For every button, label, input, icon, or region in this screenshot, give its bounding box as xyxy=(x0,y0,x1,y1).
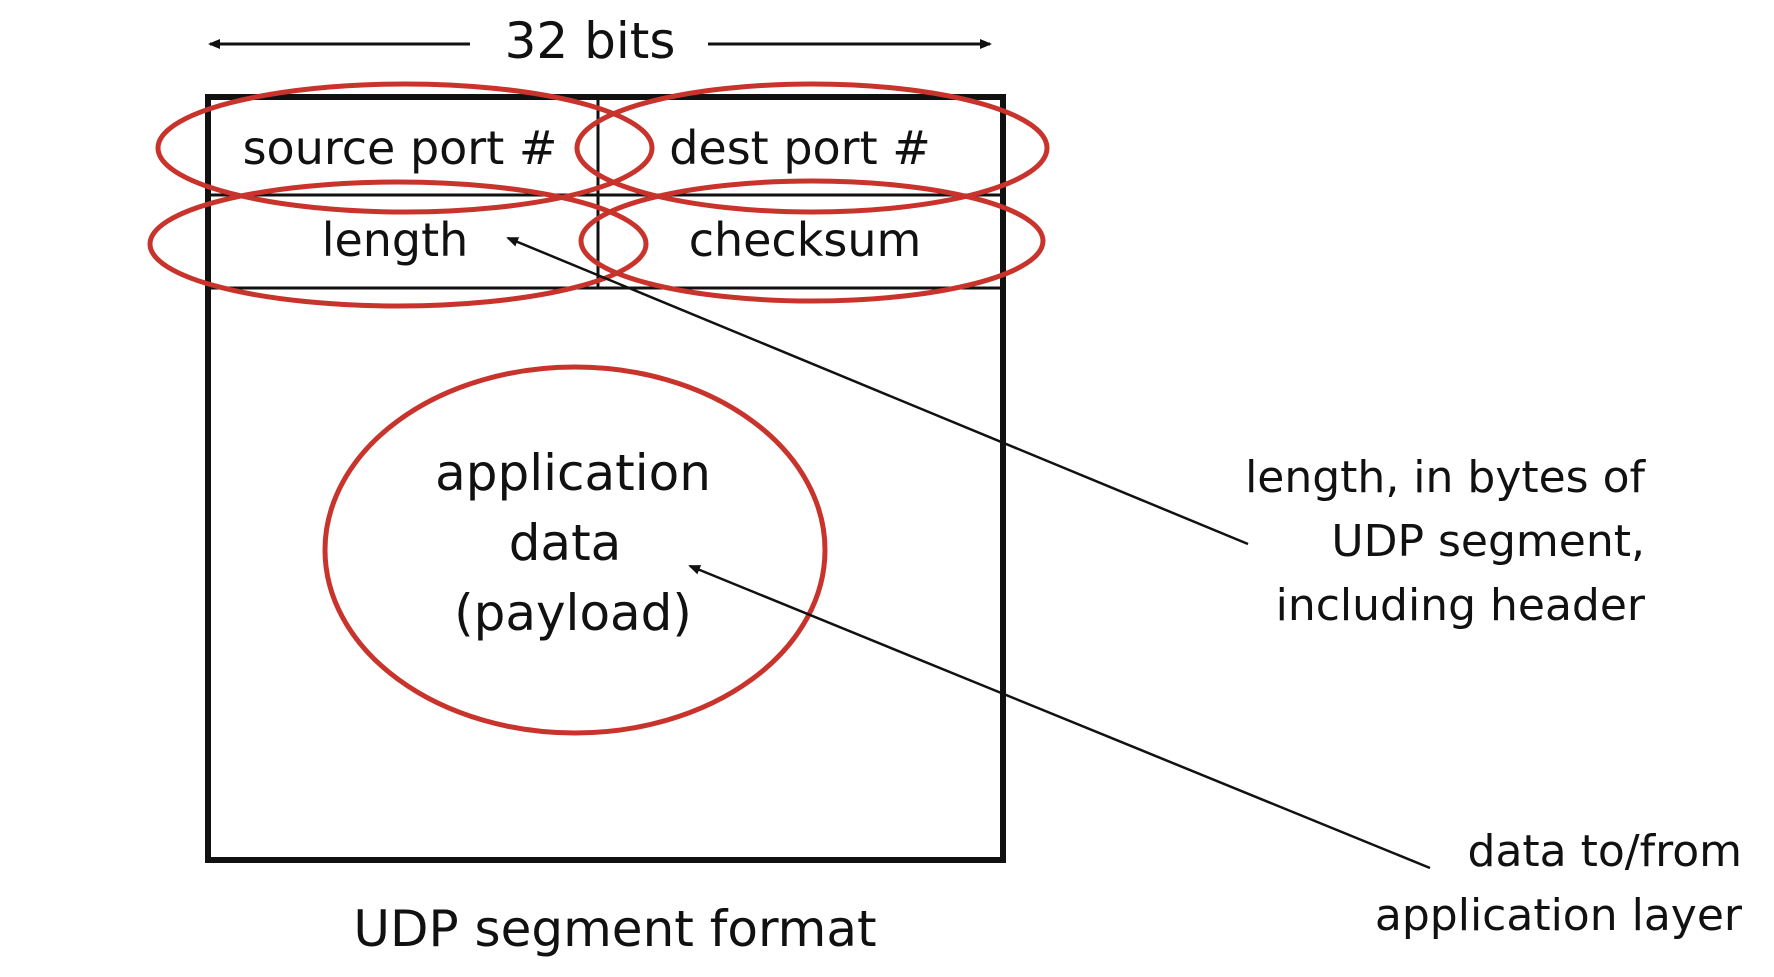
dest-port-label: dest port # xyxy=(669,121,931,175)
checksum-label: checksum xyxy=(689,213,922,267)
length-leader-arrow xyxy=(506,236,1249,546)
data-note-line-1: data to/from xyxy=(1468,826,1742,877)
segment-frame xyxy=(205,94,1006,863)
dest-port-highlight xyxy=(574,81,1050,215)
length-highlight xyxy=(147,179,649,309)
checksum-highlight xyxy=(578,178,1046,304)
diagram-caption: UDP segment format xyxy=(353,900,876,958)
length-note-line-2: UDP segment, xyxy=(1331,516,1645,567)
source-port-highlight xyxy=(155,81,655,215)
data-leader-arrow xyxy=(688,564,1431,870)
data-note-line-2: application layer xyxy=(1375,890,1743,941)
length-note-line-3: including header xyxy=(1276,580,1646,631)
length-note-line-1: length, in bytes of xyxy=(1245,452,1646,503)
payload-line-2: data xyxy=(509,514,622,572)
length-label: length xyxy=(322,213,469,267)
payload-line-1: application xyxy=(435,444,711,502)
payload-line-3: (payload) xyxy=(454,584,692,642)
source-port-label: source port # xyxy=(243,121,558,175)
width-label: 32 bits xyxy=(505,12,676,70)
payload-highlight xyxy=(322,364,828,736)
